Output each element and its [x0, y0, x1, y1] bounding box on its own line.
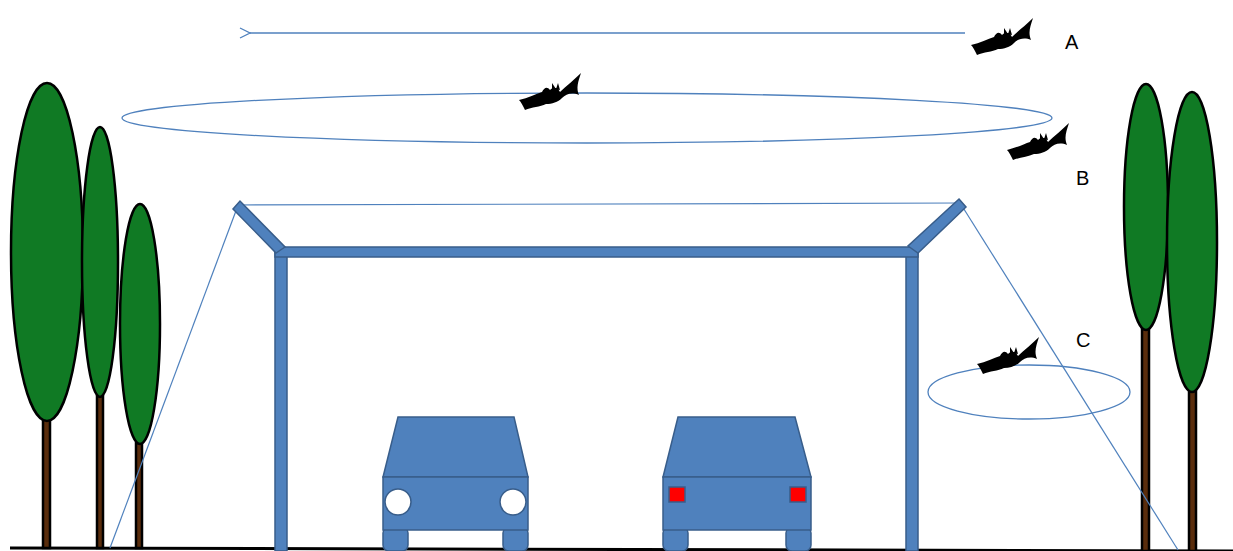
callout-letter: B — [1076, 166, 1089, 190]
callout-letter: C — [1076, 328, 1090, 352]
trees-right — [1124, 84, 1217, 551]
ground-line — [10, 548, 1233, 551]
gantry — [233, 199, 966, 551]
flight-path-c — [928, 365, 1130, 419]
flight-path-a — [250, 32, 965, 33]
car-rear — [663, 417, 811, 551]
callout-letter: A — [1065, 30, 1078, 54]
bat — [971, 18, 1033, 55]
bat — [977, 337, 1039, 374]
bat — [1007, 123, 1069, 160]
bat — [519, 73, 581, 110]
trees-left — [11, 83, 160, 548]
car-front — [383, 417, 528, 551]
bat-guide-net — [110, 203, 1178, 550]
flight-path-b — [122, 93, 1052, 143]
